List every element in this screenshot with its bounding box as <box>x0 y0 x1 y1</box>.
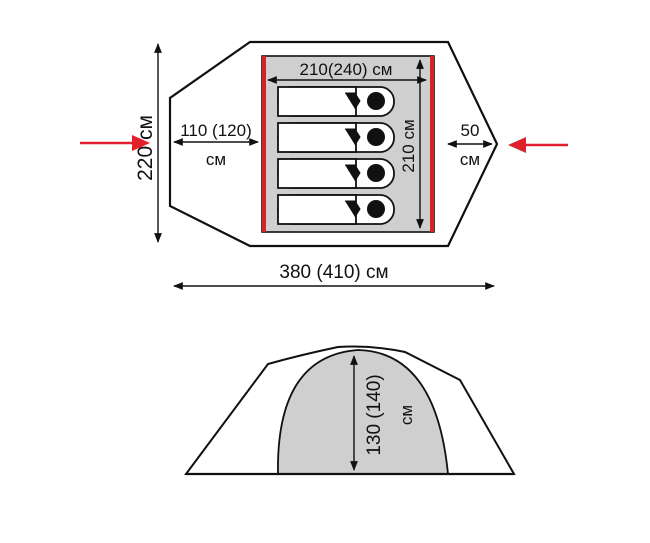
label-inner-width: 210 см <box>399 119 418 172</box>
label-vestibule-right-value: 50 <box>461 121 480 140</box>
entrance-arrow-icon <box>80 135 150 151</box>
sleeping-bag-icon <box>277 86 395 117</box>
sleeping-bag-icon <box>277 158 395 189</box>
label-inner-length: 210(240) см <box>300 60 393 79</box>
side-view-inner-tent <box>277 349 449 475</box>
label-height-unit: см <box>397 405 416 425</box>
sleeping-bags <box>277 86 395 225</box>
sleeping-bag-icon <box>277 122 395 153</box>
label-vestibule-left-unit: см <box>206 150 226 169</box>
label-total-width: 220 см <box>134 115 157 181</box>
label-vestibule-right-unit: см <box>460 150 480 169</box>
entrance-arrow-icon <box>508 137 568 153</box>
label-height: 130 (140) <box>364 374 385 455</box>
label-total-length: 380 (410) см <box>279 262 388 283</box>
sleeping-bag-icon <box>277 194 395 225</box>
label-vestibule-left-value: 110 (120) <box>180 121 252 140</box>
